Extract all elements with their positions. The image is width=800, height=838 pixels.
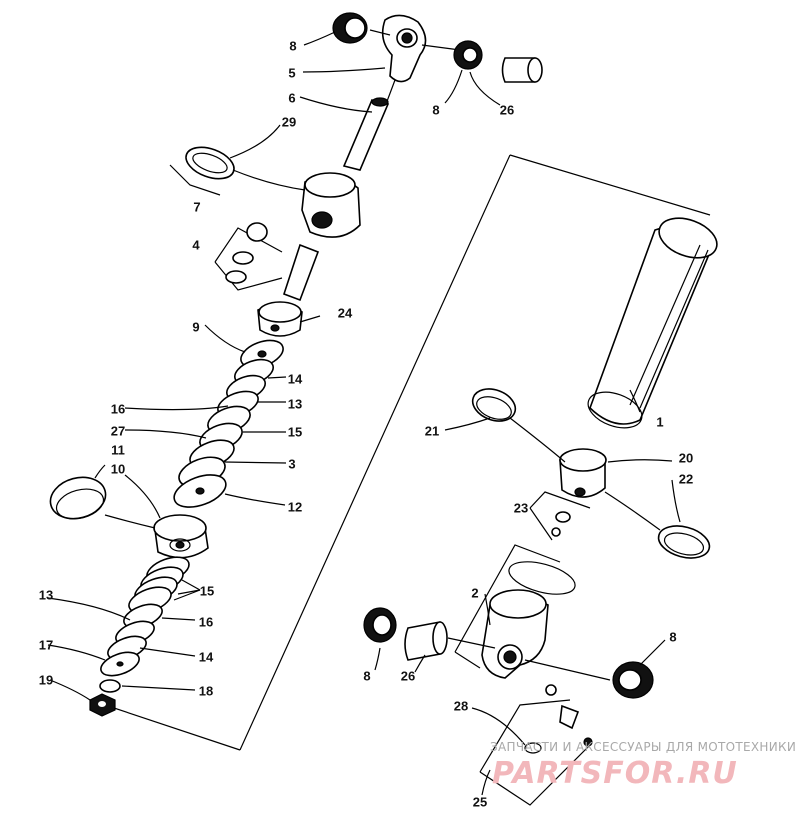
piston-24 [257, 301, 303, 337]
callout-label: 25 [472, 794, 488, 810]
callout-label: 26 [400, 668, 416, 684]
schrader-valve [559, 704, 580, 730]
valve-cap [583, 737, 593, 747]
callout-label: 5 [288, 65, 296, 81]
callout-label: 28 [453, 698, 469, 714]
callout-label: 23 [513, 500, 529, 516]
bracket-23 [529, 507, 553, 541]
callout-label: 1 [656, 414, 664, 430]
bracket-4 [214, 227, 283, 263]
bracket-25 [479, 699, 571, 773]
lower-rod [283, 243, 320, 302]
piston-rod [342, 79, 396, 171]
callout-label: 16 [110, 401, 126, 417]
ring-21 [471, 388, 517, 422]
seal-head [301, 172, 361, 238]
callout-label: 13 [38, 587, 54, 603]
callout-label: 14 [287, 371, 303, 387]
o-ring [508, 561, 576, 595]
lower-eye-mount [481, 589, 549, 679]
small-screw [551, 527, 561, 537]
washer-18 [99, 679, 121, 693]
callout-label: 6 [288, 90, 296, 106]
callout-label: 21 [424, 423, 440, 439]
ring-11 [49, 476, 107, 520]
callout-label: 2 [471, 585, 479, 601]
bracket-2 [454, 651, 481, 669]
bushing-top-right [453, 40, 483, 70]
bracket-23 [529, 491, 591, 509]
callout-label: 14 [198, 649, 214, 665]
callout-label: 27 [110, 423, 126, 439]
bushing-top-left [332, 12, 368, 44]
callout-label: 8 [669, 629, 677, 645]
callout-label: 12 [287, 499, 303, 515]
callout-label: 8 [289, 38, 297, 54]
callout-label: 20 [678, 450, 694, 466]
sleeve-top [501, 57, 543, 83]
eye-mount-top [381, 14, 427, 83]
nut-19 [89, 693, 116, 717]
bracket-25 [479, 744, 591, 806]
callout-label: 15 [287, 424, 303, 440]
callout-label: 15 [199, 583, 215, 599]
bracket-2 [454, 544, 561, 653]
o-ring-28 [524, 742, 542, 754]
callout-label: 11 [111, 442, 125, 458]
piston-10 [153, 514, 209, 559]
callout-label: 3 [288, 456, 296, 472]
watermark-logo: PARTSFOR.RU [492, 756, 738, 791]
callout-label: 16 [198, 614, 214, 630]
callout-label: 22 [678, 471, 694, 487]
callout-label: 8 [363, 668, 371, 684]
small-seal [555, 511, 571, 523]
callout-label: 26 [499, 102, 515, 118]
floating-piston-20 [559, 448, 607, 498]
callout-label: 24 [337, 305, 353, 321]
callout-label: 19 [38, 672, 54, 688]
bushing-lower-left [363, 607, 397, 643]
callout-label: 7 [193, 199, 201, 215]
bracket-7 [169, 164, 221, 196]
assembly-frame-line [509, 154, 711, 216]
callout-label: 10 [110, 461, 126, 477]
small-ball [545, 684, 557, 696]
bracket-4 [214, 261, 283, 291]
sleeve-lower [404, 621, 448, 661]
callout-label: 4 [192, 237, 200, 253]
leader-lines [47, 31, 681, 796]
ring-22 [657, 525, 711, 559]
ring-29 [185, 146, 235, 180]
reservoir-tube [587, 217, 718, 429]
callout-label: 17 [38, 637, 54, 653]
bushing-lower-right [612, 661, 654, 699]
callout-label: 18 [198, 683, 214, 699]
assembly-frame-line [239, 154, 511, 751]
shim-stack-upper [173, 339, 284, 508]
shim-stack-lower [100, 556, 190, 677]
callout-label: 13 [287, 396, 303, 412]
callout-label: 8 [432, 102, 440, 118]
callout-label: 29 [281, 114, 297, 130]
callout-label: 9 [192, 319, 200, 335]
watermark-tagline: ЗАПЧАСТИ И АКСЕССУАРЫ ДЛЯ МОТОТЕХНИКИ [490, 740, 797, 754]
valve-parts [225, 222, 268, 284]
